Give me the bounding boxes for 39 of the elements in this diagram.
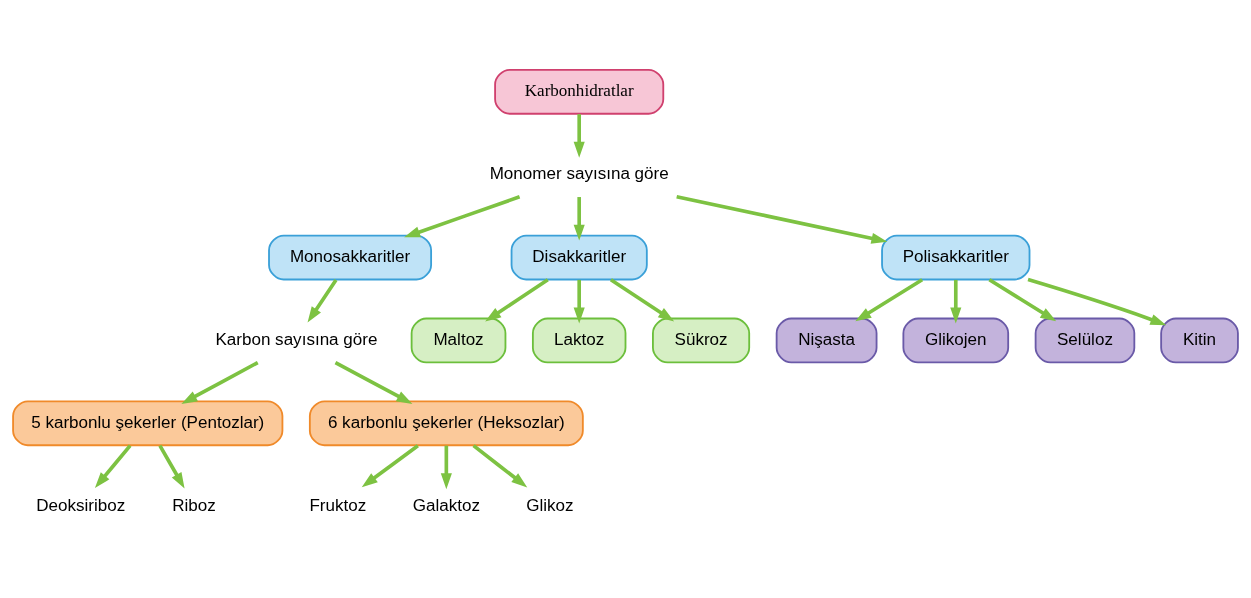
arrow (573, 279, 585, 324)
arrow (676, 194, 888, 244)
arrow (485, 278, 549, 322)
arrow (472, 444, 528, 488)
node-box: Karbonhidratlar (494, 68, 665, 115)
arrow (950, 279, 962, 324)
arrow (1027, 277, 1167, 326)
node-box: Polisakkaritler (881, 234, 1031, 281)
node-text: Karbon sayısına göre (215, 329, 378, 349)
node-text: Riboz (172, 495, 216, 515)
node-box: 6 karbonlu şekerler (Heksozlar) (308, 400, 584, 447)
node-box: Glikojen (902, 317, 1010, 364)
arrow (988, 278, 1057, 322)
arrow (573, 114, 585, 158)
node-box: Maltoz (410, 317, 507, 364)
node-text: Galaktoz (412, 495, 480, 515)
node-text: Deoksiriboz (36, 495, 126, 515)
arrow (158, 444, 185, 489)
node-text: Glikoz (526, 495, 574, 515)
node-box: Nişasta (775, 317, 878, 364)
node-box: 5 karbonlu şekerler (Pentozlar) (12, 400, 284, 447)
node-box: Selüloz (1034, 317, 1136, 364)
arrow (334, 360, 413, 404)
arrow (855, 278, 924, 322)
arrow (361, 444, 419, 488)
node-box: Kitin (1160, 317, 1239, 364)
node-text: Fruktoz (309, 495, 367, 515)
arrow (307, 278, 338, 323)
node-box: Monosakkaritler (268, 234, 433, 281)
arrow (404, 195, 521, 238)
node-text: Monomer sayısına göre (489, 164, 669, 184)
node-box: Disakkaritler (510, 234, 648, 281)
node-box: Laktoz (531, 317, 627, 364)
arrow (94, 444, 132, 488)
arrow (609, 278, 675, 322)
node-box: Sükroz (652, 317, 751, 364)
arrow (573, 197, 585, 241)
arrow (440, 445, 452, 490)
arrow (181, 360, 259, 404)
